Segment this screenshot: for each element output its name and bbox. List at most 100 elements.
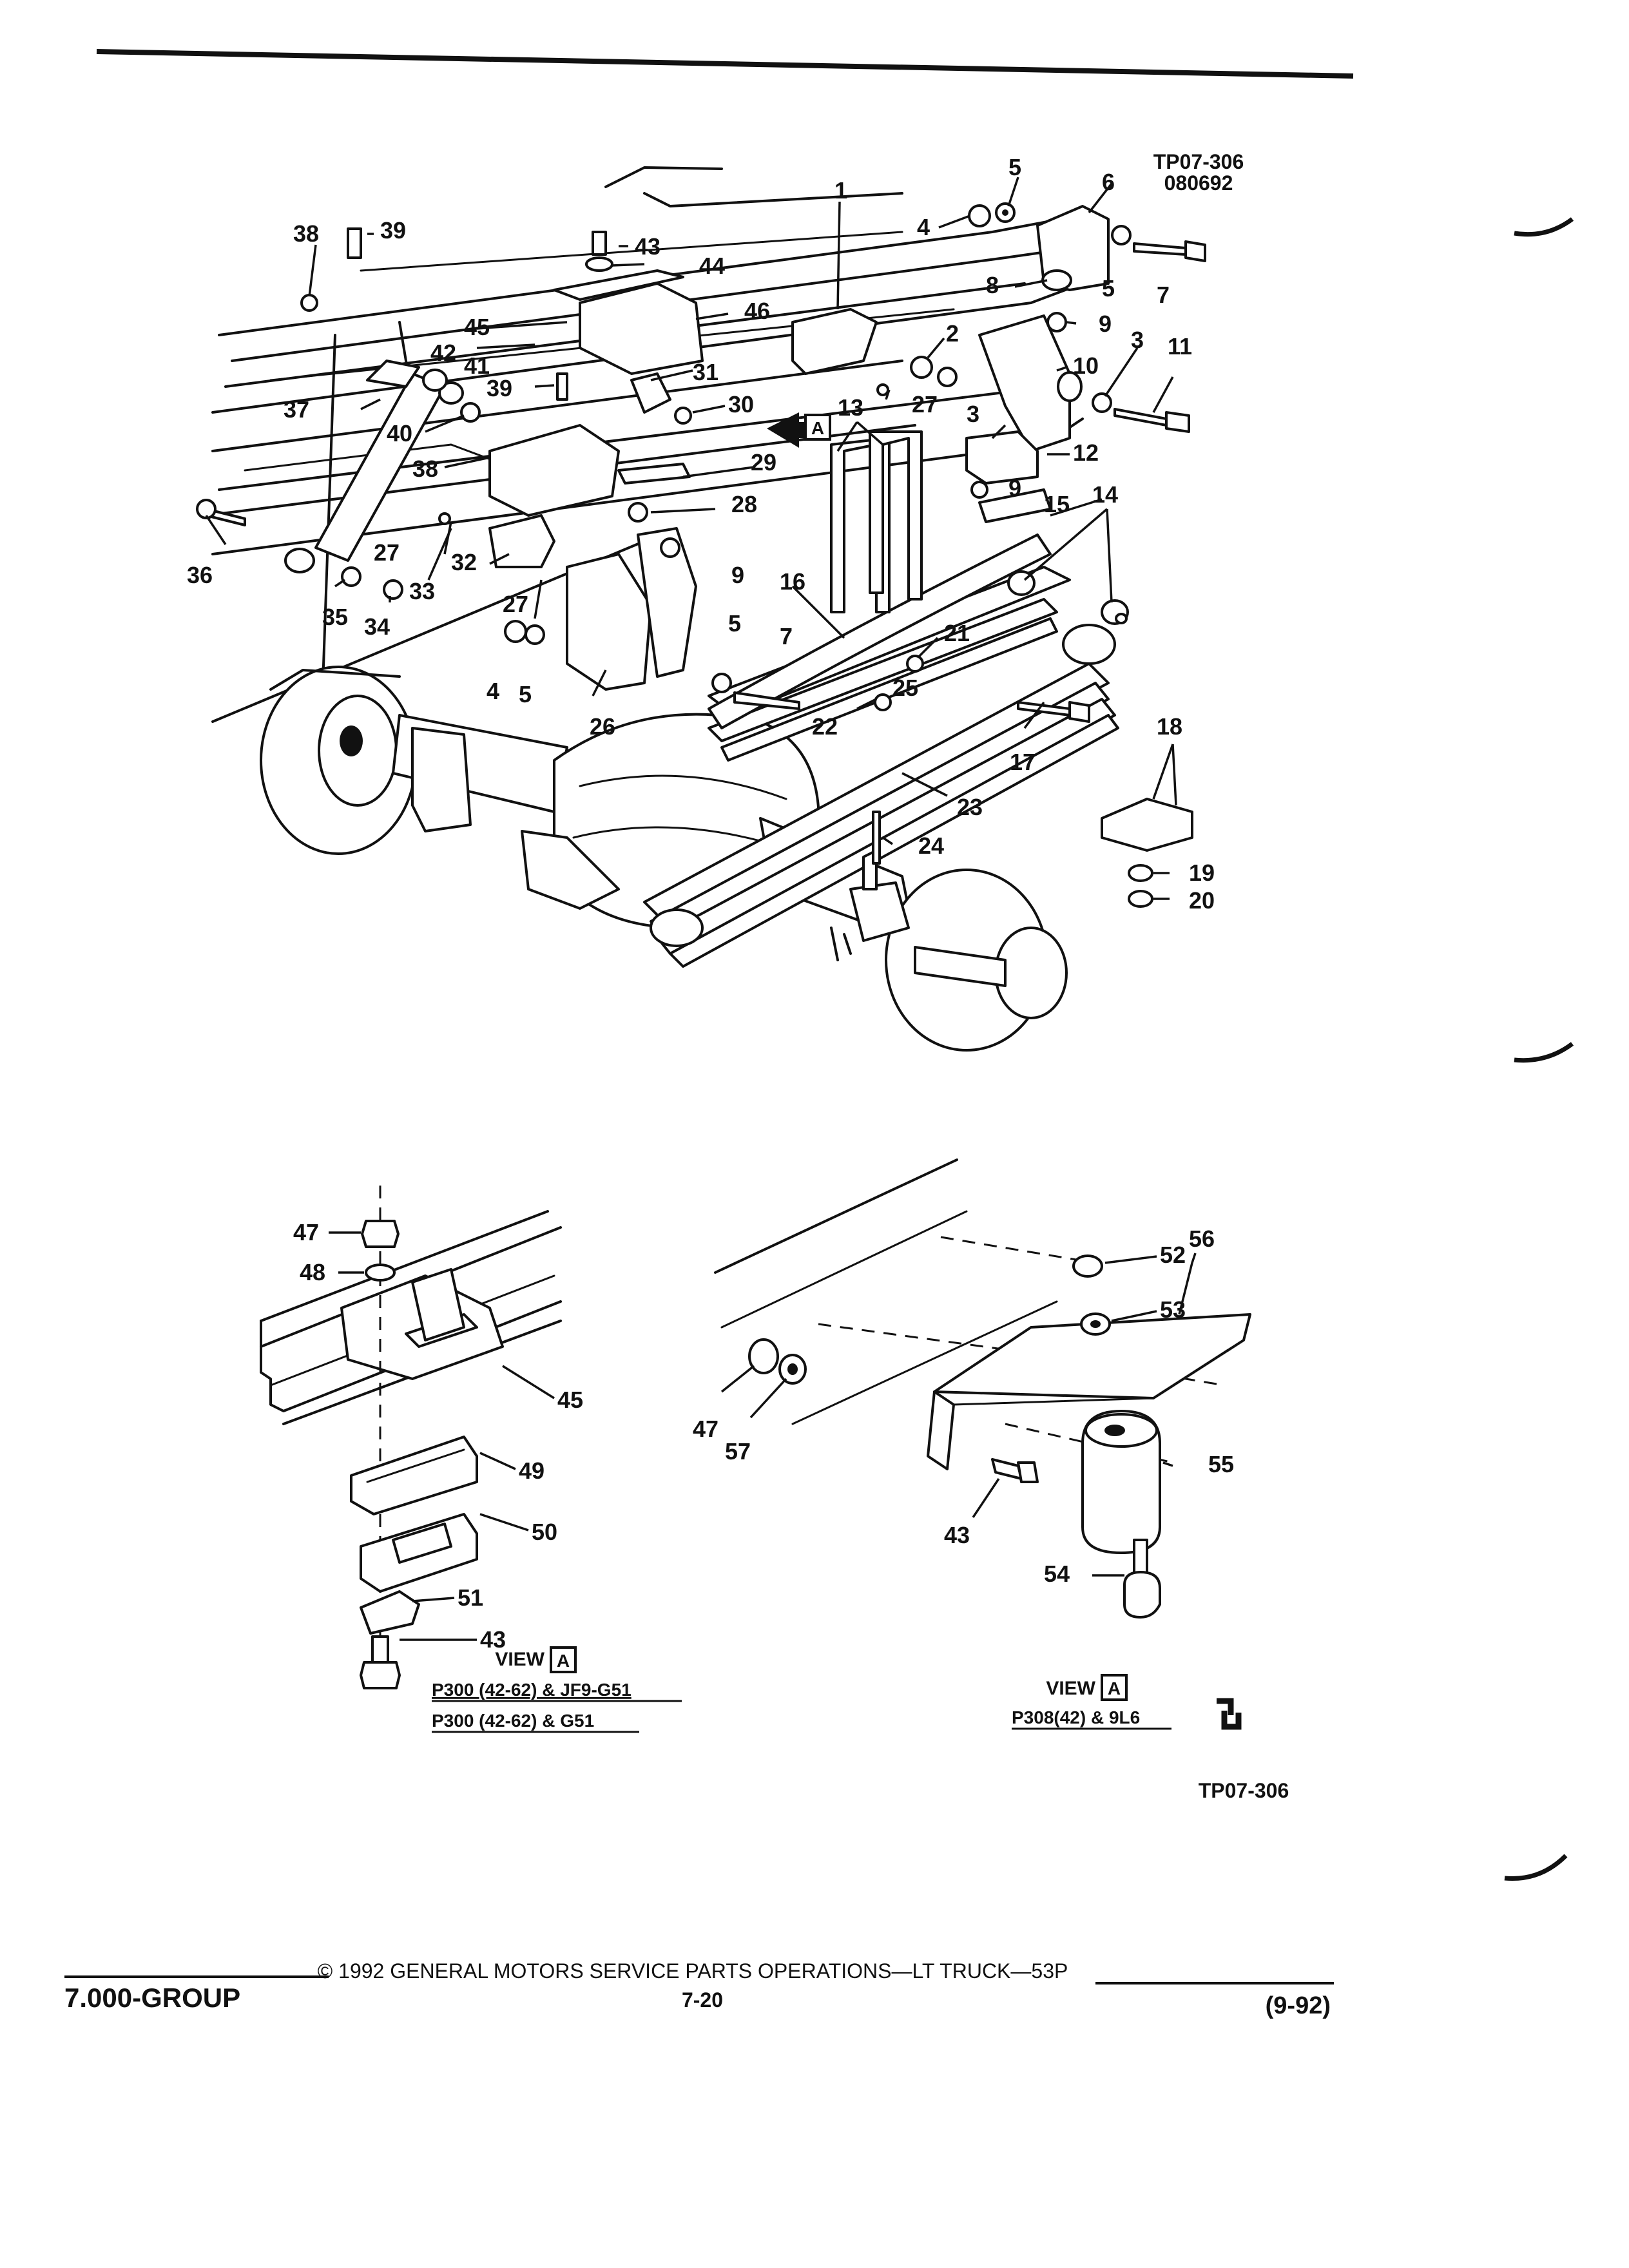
callout-29: 29 xyxy=(751,449,776,476)
callout-9: 9 xyxy=(731,562,744,588)
header-rule xyxy=(96,49,1354,79)
callout-4: 4 xyxy=(917,214,930,240)
callout-22: 22 xyxy=(812,713,838,740)
figure-id-bottom: TP07-306 xyxy=(1199,1779,1289,1802)
footer-page-number: 7-20 xyxy=(682,1988,723,2012)
callout-55: 55 xyxy=(1208,1451,1234,1477)
callout-3: 3 xyxy=(967,401,979,427)
callout-31: 31 xyxy=(693,359,718,385)
view-left-line1: P300 (42-62) & JF9-G51 xyxy=(432,1680,631,1700)
view-left-line2: P300 (42-62) & G51 xyxy=(432,1711,594,1731)
callout-45: 45 xyxy=(557,1387,583,1413)
callout-21: 21 xyxy=(944,620,970,646)
callout-4: 4 xyxy=(487,678,499,704)
callout-26: 26 xyxy=(590,713,615,740)
callout-40: 40 xyxy=(387,420,412,447)
view-left-box: A xyxy=(557,1651,570,1671)
figure-id-top: TP07-306 xyxy=(1153,150,1244,173)
callout-5: 5 xyxy=(1102,275,1115,302)
main-exploded-view: A xyxy=(187,150,1244,1052)
callout-6: 6 xyxy=(1102,169,1115,195)
callout-20: 20 xyxy=(1189,887,1215,914)
callout-44: 44 xyxy=(699,253,725,279)
leader-lines xyxy=(205,177,1177,900)
callout-18: 18 xyxy=(1157,713,1182,740)
frame-rails xyxy=(205,166,1097,723)
rear-axle-assembly xyxy=(260,666,1068,1052)
footer-date: (9-92) xyxy=(1266,1992,1331,2019)
binder-mark-3 xyxy=(1504,1854,1568,1881)
callout-28: 28 xyxy=(731,491,757,517)
callout-36: 36 xyxy=(187,562,213,588)
callout-27: 27 xyxy=(374,539,400,566)
callout-39: 39 xyxy=(380,217,406,244)
callout-43: 43 xyxy=(944,1522,970,1548)
callout-5: 5 xyxy=(519,681,532,707)
callout-46: 46 xyxy=(744,298,770,324)
callout-38: 38 xyxy=(293,220,319,247)
callout-43: 43 xyxy=(480,1626,506,1653)
binder-mark-2 xyxy=(1514,1042,1574,1063)
callout-19: 19 xyxy=(1189,860,1215,886)
view-right-box: A xyxy=(1108,1678,1121,1698)
callout-13: 13 xyxy=(838,394,863,421)
callout-49: 49 xyxy=(519,1457,545,1484)
callout-50: 50 xyxy=(532,1519,557,1545)
hardware xyxy=(196,202,1206,908)
callout-23: 23 xyxy=(957,794,983,820)
view-left-title: VIEW xyxy=(495,1649,545,1670)
view-right-title: VIEW xyxy=(1046,1678,1095,1699)
footer-group: 7.000-GROUP xyxy=(64,1983,240,2013)
callout-48: 48 xyxy=(300,1259,325,1285)
publisher-logo-icon xyxy=(1217,1698,1242,1730)
callout-11: 11 xyxy=(1168,333,1192,360)
callout-17: 17 xyxy=(1010,749,1036,775)
callout-42: 42 xyxy=(430,340,456,366)
callout-25: 25 xyxy=(892,675,918,701)
callout-numbers: 1 2 3 3 4 4 5 5 5 5 6 7 7 8 9 9 9 10 11 … xyxy=(187,154,1215,914)
callout-5: 5 xyxy=(728,610,741,637)
callout-3: 3 xyxy=(1131,327,1144,353)
figure-date-top: 080692 xyxy=(1164,171,1233,195)
callout-56: 56 xyxy=(1189,1225,1215,1252)
callout-33: 33 xyxy=(409,578,435,604)
callout-43: 43 xyxy=(635,233,660,260)
brackets xyxy=(488,205,1193,852)
callout-2: 2 xyxy=(946,320,959,347)
callout-57: 57 xyxy=(725,1438,751,1465)
page-footer: 7.000-GROUP © 1992 GENERAL MOTORS SERVIC… xyxy=(64,1959,1334,2019)
callout-47: 47 xyxy=(293,1219,319,1245)
view-right-line1: P308(42) & 9L6 xyxy=(1012,1707,1140,1727)
callout-8: 8 xyxy=(986,272,999,298)
callout-24: 24 xyxy=(918,832,944,859)
view-a-arrow: A xyxy=(767,412,831,448)
callout-27: 27 xyxy=(912,391,938,418)
leaf-springs xyxy=(643,533,1119,968)
callout-10: 10 xyxy=(1073,352,1099,379)
callout-9: 9 xyxy=(1099,311,1112,337)
callout-45: 45 xyxy=(464,314,490,340)
callout-27: 27 xyxy=(503,591,528,617)
callout-34: 34 xyxy=(364,613,390,640)
callout-39: 39 xyxy=(487,375,512,401)
arrow-box-label: A xyxy=(811,418,824,438)
callout-32: 32 xyxy=(451,549,477,575)
footer-copyright: © 1992 GENERAL MOTORS SERVICE PARTS OPER… xyxy=(318,1959,1068,1983)
callout-14: 14 xyxy=(1092,481,1118,508)
callout-30: 30 xyxy=(728,391,754,418)
callout-37: 37 xyxy=(284,396,309,423)
view-a-left-inset: 47 48 45 49 50 51 43 VIEW A P300 (42-62)… xyxy=(260,1186,682,1733)
callout-16: 16 xyxy=(780,568,805,595)
view-a-right-inset: 52 56 53 47 57 55 43 54 VIEW A P308(42) … xyxy=(693,1158,1251,1730)
binder-mark-1 xyxy=(1514,217,1574,237)
callout-7: 7 xyxy=(780,623,793,649)
callout-12: 12 xyxy=(1073,439,1099,466)
callout-15: 15 xyxy=(1044,491,1070,517)
callout-41: 41 xyxy=(464,352,490,379)
callout-5: 5 xyxy=(1008,154,1021,180)
callout-47: 47 xyxy=(693,1416,718,1442)
callout-35: 35 xyxy=(322,604,348,630)
shock-absorber xyxy=(284,360,446,573)
callout-1: 1 xyxy=(834,177,847,204)
